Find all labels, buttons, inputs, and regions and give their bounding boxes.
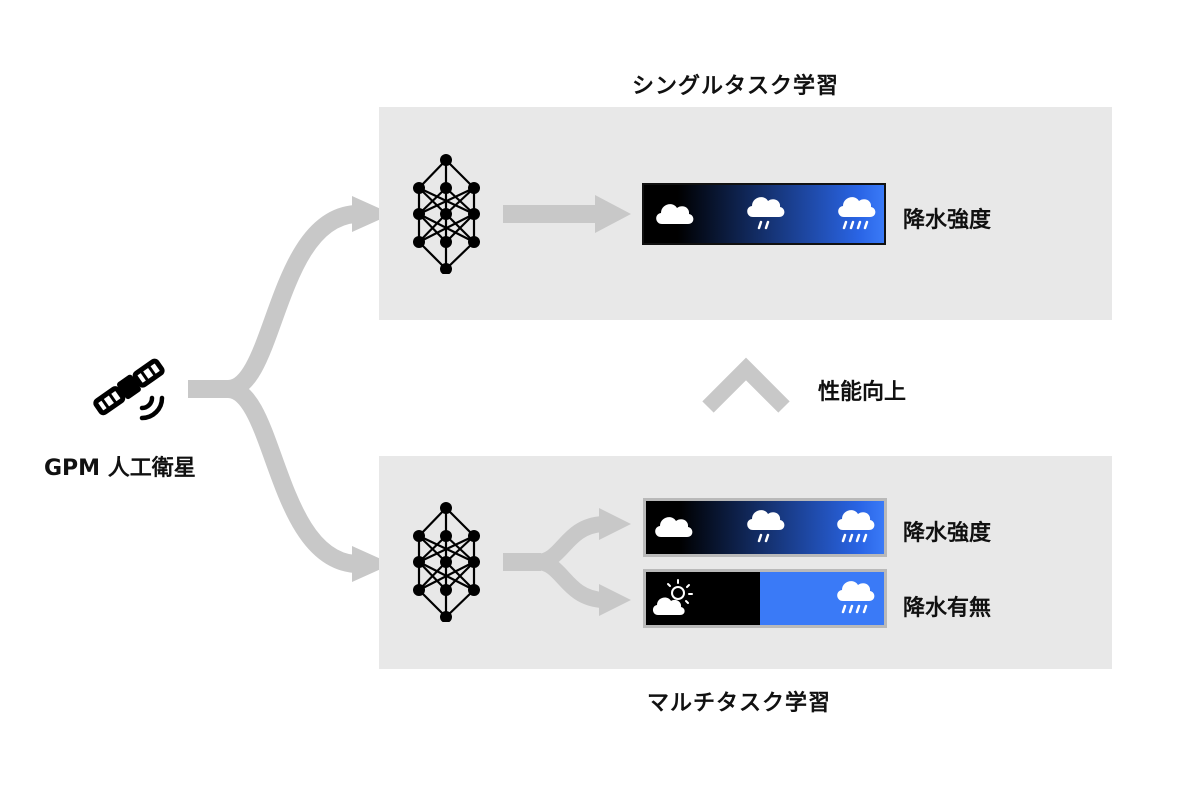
neural-network-icon xyxy=(413,502,480,622)
light-rain-icon xyxy=(747,197,785,230)
split-arrow-lower xyxy=(226,380,357,573)
light-rain-icon xyxy=(747,510,785,543)
partly-cloudy-icon xyxy=(652,579,693,615)
right-arrow-icon xyxy=(503,195,631,233)
heavy-rain-icon xyxy=(837,581,875,614)
neural-network-icon xyxy=(413,154,480,274)
heavy-rain-icon xyxy=(838,197,876,230)
arrowhead-upper xyxy=(352,196,392,232)
precip-intensity-bar xyxy=(643,498,887,557)
cloud-icon xyxy=(656,204,694,224)
arrowhead-lower xyxy=(352,546,392,582)
multi-intensity-label: 降水強度 xyxy=(903,521,992,546)
cloud-icon xyxy=(655,517,693,537)
heavy-rain-icon xyxy=(837,510,875,543)
multi-task-title: マルチタスク学習 xyxy=(647,691,832,716)
branch-arrow-icon xyxy=(503,508,631,616)
satellite-label: GPM 人工衛星 xyxy=(44,456,196,481)
split-arrow-upper xyxy=(226,205,357,398)
precip-presence-bar xyxy=(643,569,887,628)
chevron-up-icon xyxy=(702,357,790,413)
multi-task-panel xyxy=(379,456,1112,669)
precip-intensity-bar xyxy=(642,183,886,245)
multi-presence-label: 降水有無 xyxy=(903,596,992,621)
improvement-label: 性能向上 xyxy=(818,380,907,405)
single-task-title: シングルタスク学習 xyxy=(632,74,840,99)
single-intensity-label: 降水強度 xyxy=(903,208,992,233)
satellite-icon xyxy=(93,358,165,421)
